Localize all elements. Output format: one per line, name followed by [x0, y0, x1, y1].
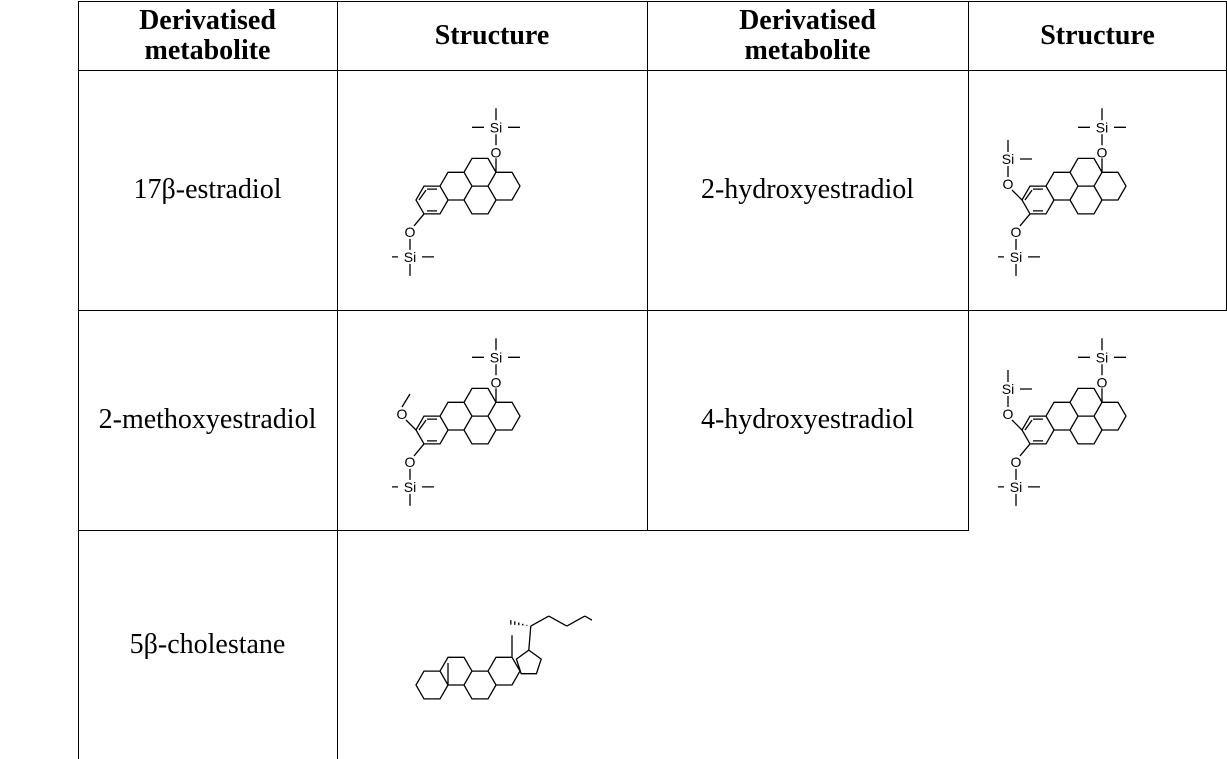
oxygen-atom-label: O: [1010, 454, 1021, 470]
table-border: [78, 1, 1227, 2]
header-structure: Structure: [1040, 19, 1155, 51]
metabolite-name: 4-hydroxyestradiol: [700, 404, 915, 435]
header-metabolite: Derivatised metabolite: [139, 4, 276, 66]
table-border: [968, 1, 969, 531]
table-border: [647, 1, 648, 531]
silicon-atom-label: Si: [1001, 381, 1013, 397]
metabolite-name: 17β-estradiol: [133, 174, 282, 205]
bond-lines: [997, 338, 1127, 506]
oxygen-atom-label: O: [1096, 374, 1107, 390]
silicon-atom-label: Si: [404, 479, 416, 495]
header-structure: Structure: [434, 19, 550, 51]
oxygen-atom-label: O: [491, 144, 502, 160]
silicon-atom-label: Si: [490, 119, 502, 135]
silicon-atom-label: Si: [1001, 151, 1013, 167]
table-border: [337, 1, 338, 759]
oxygen-atom-label: O: [405, 224, 416, 240]
oxygen-atom-label: O: [1002, 406, 1013, 422]
metabolite-name: 5β-cholestane: [129, 628, 286, 660]
oxygen-atom-label: O: [1002, 176, 1013, 192]
silicon-atom-label: Si: [490, 349, 502, 365]
oxygen-atom-label: O: [1010, 224, 1021, 240]
table-border: [78, 1, 79, 759]
oxygen-atom-label: O: [397, 406, 408, 422]
bond-lines: [415, 615, 592, 700]
silicon-atom-label: Si: [1095, 119, 1107, 135]
oxygen-atom-label: O: [491, 374, 502, 390]
structure-diagram: [337, 530, 647, 759]
metabolite-name: 2-hydroxyestradiol: [700, 174, 915, 205]
silicon-atom-label: Si: [404, 249, 416, 265]
bond-lines: [392, 338, 521, 506]
silicon-atom-label: Si: [1095, 349, 1107, 365]
silicon-atom-label: Si: [1009, 249, 1021, 265]
header-metabolite: Derivatised metabolite: [739, 4, 876, 66]
table-border: [78, 310, 1227, 311]
oxygen-atom-label: O: [1096, 144, 1107, 160]
oxygen-atom-label: O: [405, 454, 416, 470]
silicon-atom-label: Si: [1009, 479, 1021, 495]
metabolite-name: 2-methoxyestradiol: [98, 404, 317, 435]
table-border: [78, 70, 1227, 71]
bond-lines: [997, 108, 1127, 276]
bond-lines: [392, 108, 521, 276]
table-border: [78, 530, 968, 531]
